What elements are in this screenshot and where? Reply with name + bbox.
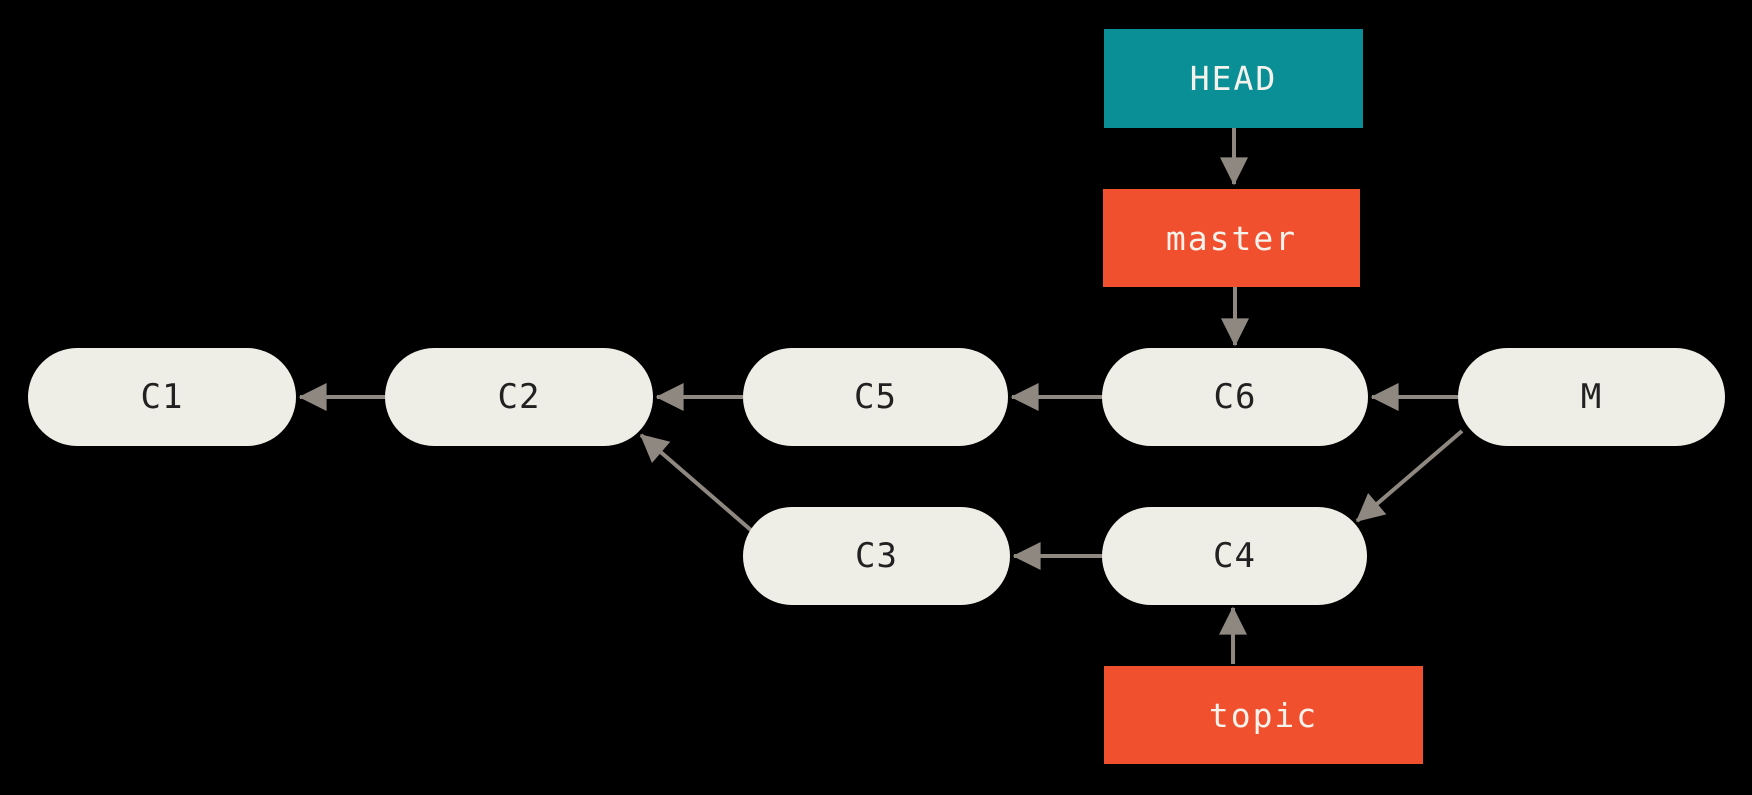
commit-label: C2 <box>497 377 541 417</box>
commit-label: M <box>1580 377 1603 417</box>
commit-node-c1: C1 <box>28 348 296 446</box>
ref-label: topic <box>1208 695 1319 735</box>
edge-m-to-c4 <box>1355 429 1464 523</box>
commit-node-m: M <box>1458 348 1725 446</box>
commit-label: C6 <box>1213 377 1257 417</box>
commit-label: C5 <box>854 377 897 417</box>
head-pointer-box: HEAD <box>1104 29 1363 128</box>
ref-label: master <box>1165 218 1298 258</box>
edge-c3-to-c2 <box>639 433 754 533</box>
ref-label: HEAD <box>1189 59 1278 98</box>
branch-label-topic: topic <box>1104 666 1423 764</box>
commit-label: C4 <box>1213 536 1256 576</box>
commit-label: C1 <box>140 377 184 417</box>
commit-node-c3: C3 <box>743 507 1010 605</box>
commit-node-c6: C6 <box>1102 348 1368 446</box>
branch-label-master: master <box>1103 189 1360 287</box>
commit-node-c4: C4 <box>1102 507 1367 605</box>
commit-node-c2: C2 <box>385 348 653 446</box>
commit-label: C3 <box>855 536 898 576</box>
commit-node-c5: C5 <box>743 348 1008 446</box>
